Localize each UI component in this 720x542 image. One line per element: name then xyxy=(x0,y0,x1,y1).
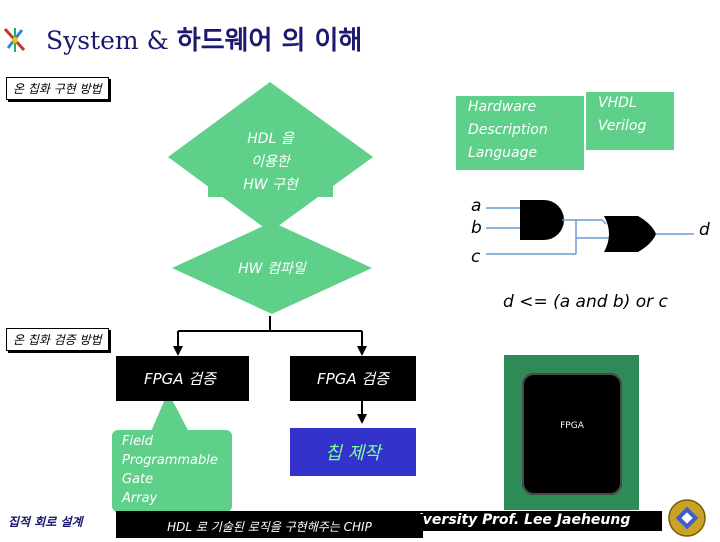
fpga-chip-icon: FPGA xyxy=(522,373,622,495)
logic-input-b: b xyxy=(471,218,482,238)
callout-line-gate: Gate xyxy=(122,472,154,487)
fpga-acronym-callout: Field Programmable Gate Array xyxy=(112,430,232,512)
fpga-verification-left: FPGA 검증 xyxy=(116,356,249,401)
compile-diamond: HW 컴파일 xyxy=(172,222,372,314)
section-label-implementation: 온 칩화 구현 방법 xyxy=(6,77,109,100)
hdl-diamond-line1: HDL 을 xyxy=(247,131,294,147)
university-emblem-icon xyxy=(666,498,708,538)
section-label-verification: 온 칩화 검증 방법 xyxy=(6,328,109,351)
fpga-chip-label: FPGA xyxy=(560,421,584,431)
logic-output-d: d xyxy=(699,220,710,240)
callout-line-array: Array xyxy=(122,491,158,506)
hdl-expansion-line2: Description xyxy=(468,122,548,138)
footer-caption: HDL 로 기술된 로직을 구현해주는 CHIP xyxy=(116,514,423,538)
hdl-expansion-line1: Hardware xyxy=(468,99,537,115)
hdl-expansion-box: Hardware Description Language xyxy=(456,96,584,170)
compile-diamond-label: HW 컴파일 xyxy=(238,261,306,277)
language-verilog: Verilog xyxy=(598,118,647,134)
page-title: System & 하드웨어 의 이해 xyxy=(46,20,362,57)
fpga-chip-panel: FPGA xyxy=(504,355,639,510)
footer-left-text: 집적 회로 설계 xyxy=(8,515,83,529)
callout-line-programmable: Programmable xyxy=(122,453,218,468)
title-korean: 하드웨어 의 이해 xyxy=(176,26,363,56)
chip-fabrication-box: 칩 제작 xyxy=(290,428,416,476)
hdl-diamond-line2: 이용한 xyxy=(251,154,290,170)
logo-icon xyxy=(2,26,28,54)
hdl-expansion-line3: Language xyxy=(468,145,538,161)
and-gate-icon xyxy=(520,200,564,240)
logic-equation: d <= (a and b) or c xyxy=(503,292,668,312)
or-gate-icon xyxy=(604,216,656,252)
logic-input-a: a xyxy=(471,196,482,216)
title-latin: System & xyxy=(46,26,177,55)
language-vhdl: VHDL xyxy=(598,95,637,111)
hdl-implementation-diamond: HDL 을 이용한 HW 구현 xyxy=(168,82,373,232)
callout-line-field: Field xyxy=(122,434,153,449)
fpga-verification-right: FPGA 검증 xyxy=(290,356,416,401)
logic-gate-diagram xyxy=(486,200,694,255)
hdl-diamond-line3: HW 구현 xyxy=(243,177,298,193)
logic-input-c: c xyxy=(471,247,481,267)
hdl-languages-box: VHDL Verilog xyxy=(586,92,674,150)
footer-right-text: iversity Prof. Lee Jaeheung xyxy=(418,512,631,528)
